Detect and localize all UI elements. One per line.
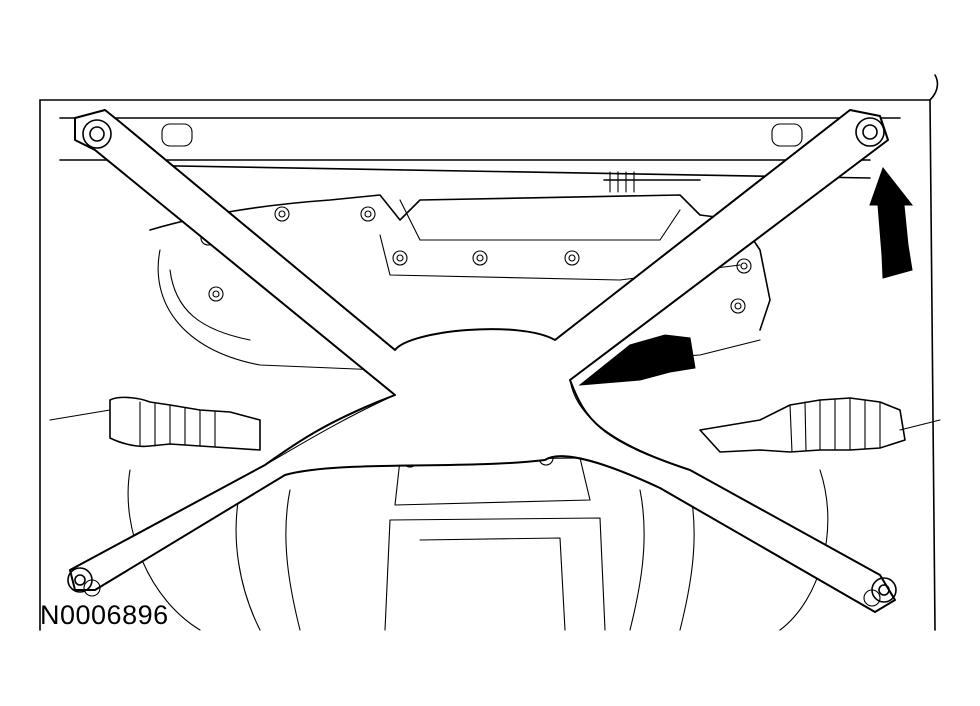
crossmember-beam bbox=[59, 117, 901, 179]
arrow-indicator-center bbox=[578, 334, 696, 386]
figure-reference-code: N0006896 bbox=[40, 600, 169, 630]
bolt-front-right bbox=[855, 117, 885, 147]
frame-outline bbox=[39, 74, 939, 631]
crossmember-slot-right bbox=[771, 123, 803, 147]
crossmember-slot-left bbox=[161, 123, 193, 147]
steering-boot-right bbox=[699, 397, 941, 453]
x-brace bbox=[69, 109, 896, 613]
arrow-indicator-right bbox=[869, 166, 914, 279]
bolt-rear-left bbox=[67, 567, 101, 597]
bolt-front-left bbox=[82, 119, 112, 149]
pan-bolts bbox=[200, 206, 752, 314]
steering-boot-left bbox=[49, 396, 261, 451]
brace-bolts bbox=[67, 117, 897, 607]
bolt-rear-right bbox=[863, 577, 897, 607]
